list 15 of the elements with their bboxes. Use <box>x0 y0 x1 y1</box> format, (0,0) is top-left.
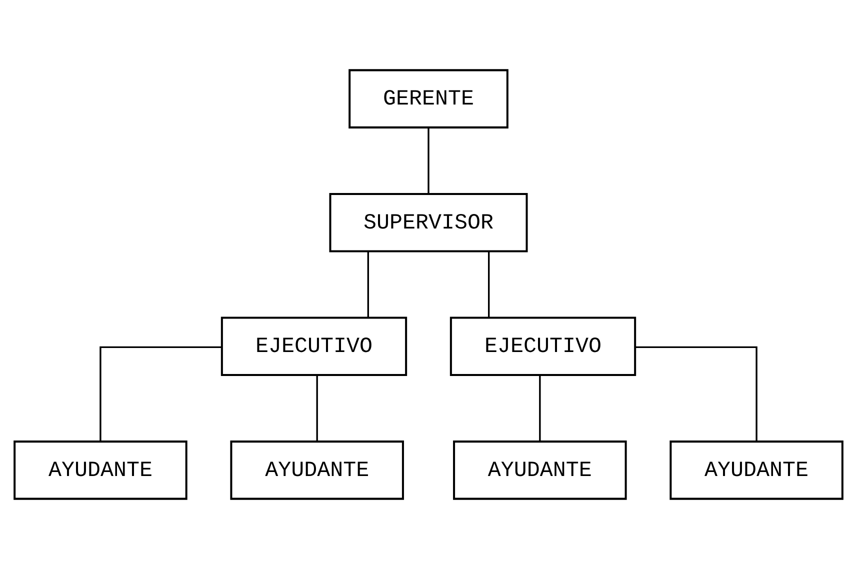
node-box: EJECUTIVO <box>220 316 408 376</box>
node-box: SUPERVISOR <box>329 192 528 252</box>
connector <box>539 374 541 441</box>
node-box: EJECUTIVO <box>450 316 636 376</box>
connector <box>635 346 758 441</box>
connector <box>488 250 490 317</box>
node-box: GERENTE <box>348 68 508 128</box>
node-box: AYUDANTE <box>670 440 844 500</box>
node-box: AYUDANTE <box>453 440 627 500</box>
node-box: AYUDANTE <box>230 440 404 500</box>
connector <box>428 127 430 194</box>
connector <box>100 346 222 441</box>
connector <box>367 250 369 317</box>
connector <box>316 374 318 441</box>
node-box: AYUDANTE <box>14 440 188 500</box>
